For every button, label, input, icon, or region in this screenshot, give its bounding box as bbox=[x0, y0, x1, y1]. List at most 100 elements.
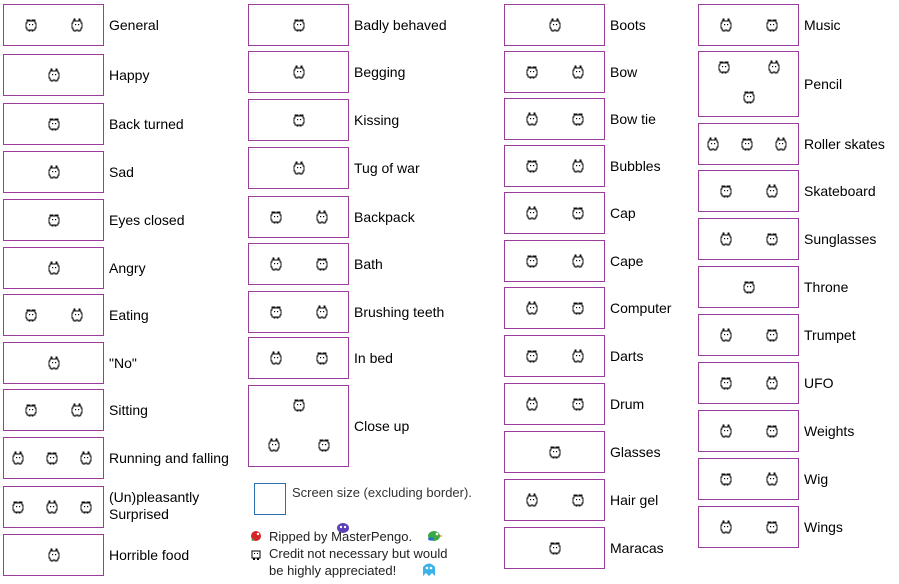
pet-sprite bbox=[10, 499, 26, 515]
sprite-frame bbox=[698, 506, 799, 548]
pet-sprite bbox=[570, 158, 586, 174]
pet-sprite bbox=[23, 402, 39, 418]
sprite-label: Wings bbox=[804, 519, 843, 535]
sprite-label: Sunglasses bbox=[804, 231, 877, 247]
red-bird-icon bbox=[249, 528, 263, 547]
pet-sprite bbox=[291, 397, 307, 413]
pet-sprite bbox=[46, 116, 62, 132]
sprite-label: Pencil bbox=[804, 76, 843, 92]
pet-sprite bbox=[739, 136, 755, 152]
green-bird-icon bbox=[426, 528, 444, 547]
pet-sprite bbox=[705, 136, 721, 152]
pet-sprite bbox=[764, 423, 780, 439]
sprite-label: Bow tie bbox=[610, 111, 656, 127]
pet-sprite bbox=[741, 89, 757, 105]
sprite-label: Bubbles bbox=[610, 158, 661, 174]
pet-sprite bbox=[78, 450, 94, 466]
sprite-label: Eyes closed bbox=[109, 212, 185, 228]
pet-sprite bbox=[46, 260, 62, 276]
sprite-frame bbox=[698, 218, 799, 260]
sprite-frame bbox=[504, 98, 605, 140]
pet-sprite bbox=[46, 164, 62, 180]
sprite-frame bbox=[3, 389, 104, 431]
pet-sprite bbox=[524, 205, 540, 221]
pet-sprite bbox=[716, 59, 732, 75]
pet-sprite bbox=[291, 64, 307, 80]
credit-line-1: Ripped by MasterPengo. bbox=[269, 529, 413, 544]
sprite-frame bbox=[248, 147, 349, 189]
sprite-frame bbox=[698, 4, 799, 46]
sprite-frame bbox=[698, 170, 799, 212]
sprite-frame bbox=[504, 240, 605, 282]
sprite-frame bbox=[3, 54, 104, 96]
pet-sprite bbox=[524, 300, 540, 316]
pet-sprite bbox=[718, 375, 734, 391]
pet-sprite bbox=[69, 307, 85, 323]
sprite-frame bbox=[504, 4, 605, 46]
sprite-label: Badly behaved bbox=[354, 17, 447, 33]
sprite-frame bbox=[248, 99, 349, 141]
pet-sprite bbox=[314, 209, 330, 225]
sprite-label: Cap bbox=[610, 205, 636, 221]
blue-ghost-icon bbox=[420, 560, 438, 583]
sprite-frame bbox=[504, 145, 605, 187]
pet-sprite bbox=[524, 253, 540, 269]
pet-sprite bbox=[547, 444, 563, 460]
sprite-label: Glasses bbox=[610, 444, 661, 460]
pet-sprite bbox=[46, 67, 62, 83]
pet-sprite bbox=[44, 499, 60, 515]
sprite-label: Sitting bbox=[109, 402, 148, 418]
pet-sprite bbox=[314, 350, 330, 366]
pet-sprite bbox=[10, 450, 26, 466]
sprite-frame bbox=[3, 534, 104, 576]
pet-sprite bbox=[44, 450, 60, 466]
sprite-label: Skateboard bbox=[804, 183, 876, 199]
sprite-label: UFO bbox=[804, 375, 834, 391]
sprite-label: "No" bbox=[109, 355, 137, 371]
sprite-label: Bow bbox=[610, 64, 638, 80]
sprite-frame bbox=[3, 294, 104, 336]
sprite-frame bbox=[3, 199, 104, 241]
sprite-label: Horrible food bbox=[109, 547, 190, 563]
pet-sprite bbox=[570, 205, 586, 221]
sprite-label: Sad bbox=[109, 164, 134, 180]
pet-sprite bbox=[23, 307, 39, 323]
pet-sprite bbox=[547, 17, 563, 33]
pet-sprite bbox=[718, 17, 734, 33]
sprite-frame bbox=[504, 383, 605, 425]
sprite-label: Roller skates bbox=[804, 136, 885, 152]
sprite-label: Weights bbox=[804, 423, 855, 439]
pet-sprite bbox=[766, 59, 782, 75]
legend-text: Screen size (excluding border). bbox=[292, 485, 472, 500]
pet-sprite bbox=[570, 492, 586, 508]
pet-sprite bbox=[78, 499, 94, 515]
screen-size-swatch bbox=[254, 483, 286, 515]
pet-sprite bbox=[46, 547, 62, 563]
pet-sprite bbox=[314, 304, 330, 320]
pet-sprite bbox=[570, 348, 586, 364]
pet-sprite bbox=[268, 256, 284, 272]
pet-sprite bbox=[764, 231, 780, 247]
pet-sprite bbox=[570, 300, 586, 316]
sprite-label: Happy bbox=[109, 67, 150, 83]
sprite-frame bbox=[504, 527, 605, 569]
pet-sprite bbox=[524, 111, 540, 127]
pet-icon bbox=[249, 548, 263, 567]
pet-sprite bbox=[764, 519, 780, 535]
sprite-frame bbox=[504, 335, 605, 377]
pet-sprite bbox=[570, 64, 586, 80]
pet-sprite bbox=[547, 540, 563, 556]
pet-sprite bbox=[764, 183, 780, 199]
pet-sprite bbox=[524, 492, 540, 508]
pet-sprite bbox=[291, 160, 307, 176]
sprite-label: Throne bbox=[804, 279, 849, 295]
pet-sprite bbox=[773, 136, 789, 152]
pet-sprite bbox=[524, 158, 540, 174]
sprite-label: In bed bbox=[354, 350, 393, 366]
pet-sprite bbox=[268, 350, 284, 366]
sprite-frame bbox=[248, 243, 349, 285]
pet-sprite bbox=[524, 64, 540, 80]
sprite-frame bbox=[248, 4, 349, 46]
sprite-label: Begging bbox=[354, 64, 406, 80]
pet-sprite bbox=[570, 253, 586, 269]
